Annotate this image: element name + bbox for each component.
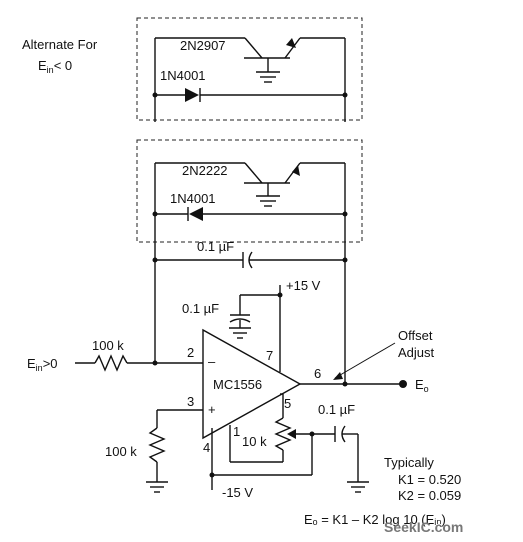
positive-supply-label: +15 V bbox=[286, 278, 321, 293]
output-label: Eo bbox=[415, 377, 429, 394]
typically-label: Typically bbox=[384, 455, 434, 470]
ground-resistor bbox=[146, 409, 203, 493]
input-ein-label: Ein>0 bbox=[27, 356, 58, 373]
pin-6-label: 6 bbox=[314, 366, 321, 381]
input-resistor-label: 100 k bbox=[92, 338, 124, 353]
pin-3-label: 3 bbox=[187, 394, 194, 409]
offset-label-line2: Adjust bbox=[398, 345, 435, 360]
opamp-symbol bbox=[202, 328, 302, 440]
transfer-formula: Eₒ = K1 – K2 log 10 (Eᵢₙ) bbox=[304, 512, 446, 527]
watermark: SeekIC.com bbox=[384, 519, 463, 535]
inverting-sign: – bbox=[208, 354, 216, 369]
pin-7-label: 7 bbox=[266, 348, 273, 363]
pin-1-label: 1 bbox=[233, 424, 240, 439]
offset-adjust-arrow bbox=[333, 342, 396, 380]
alternate-box-positive bbox=[136, 139, 363, 243]
offset-label-line1: Offset bbox=[398, 328, 433, 343]
alternate-box-negative bbox=[136, 17, 363, 121]
feedback-capacitor-label: 0.1 µF bbox=[197, 239, 234, 254]
pin-5-label: 5 bbox=[284, 396, 291, 411]
pin-4-label: 4 bbox=[203, 440, 210, 455]
noninverting-sign: + bbox=[208, 402, 216, 417]
npn-transistor-label: 2N2222 bbox=[182, 163, 228, 178]
k1-label: K1 = 0.520 bbox=[398, 472, 461, 487]
pnp-emitter-arrow bbox=[286, 38, 296, 48]
diode-bottom-group bbox=[155, 207, 345, 221]
offset-capacitor-label: 0.1 µF bbox=[318, 402, 355, 417]
pnp-transistor-label: 2N2907 bbox=[180, 38, 226, 53]
npn-transistor-group bbox=[154, 162, 346, 385]
wiper-arrow bbox=[287, 429, 296, 439]
negative-supply bbox=[209, 428, 312, 490]
diode-top-group bbox=[155, 88, 345, 102]
diode-top-label: 1N4001 bbox=[160, 68, 206, 83]
opamp-label: MC1556 bbox=[213, 377, 262, 392]
npn-emitter-arrow bbox=[292, 165, 300, 176]
ground-resistor-label: 100 k bbox=[105, 444, 137, 459]
diode-icon bbox=[185, 88, 199, 102]
supply-capacitor-label: 0.1 µF bbox=[182, 301, 219, 316]
pot-label: 10 k bbox=[242, 434, 267, 449]
positive-supply bbox=[229, 285, 283, 372]
diode-bottom-label: 1N4001 bbox=[170, 191, 216, 206]
feedback-capacitor bbox=[155, 251, 345, 269]
pin-2-label: 2 bbox=[187, 345, 194, 360]
negative-supply-label: -15 V bbox=[222, 485, 253, 500]
offset-capacitor bbox=[312, 425, 369, 493]
input-resistor bbox=[75, 354, 203, 372]
alternate-ein-label: Ein< 0 bbox=[38, 58, 72, 75]
offset-pot bbox=[229, 393, 315, 475]
output-line bbox=[300, 380, 407, 388]
diode-icon bbox=[189, 207, 203, 221]
k2-label: K2 = 0.059 bbox=[398, 488, 461, 503]
pnp-transistor-group bbox=[154, 37, 346, 122]
alternate-label: Alternate For bbox=[22, 37, 98, 52]
